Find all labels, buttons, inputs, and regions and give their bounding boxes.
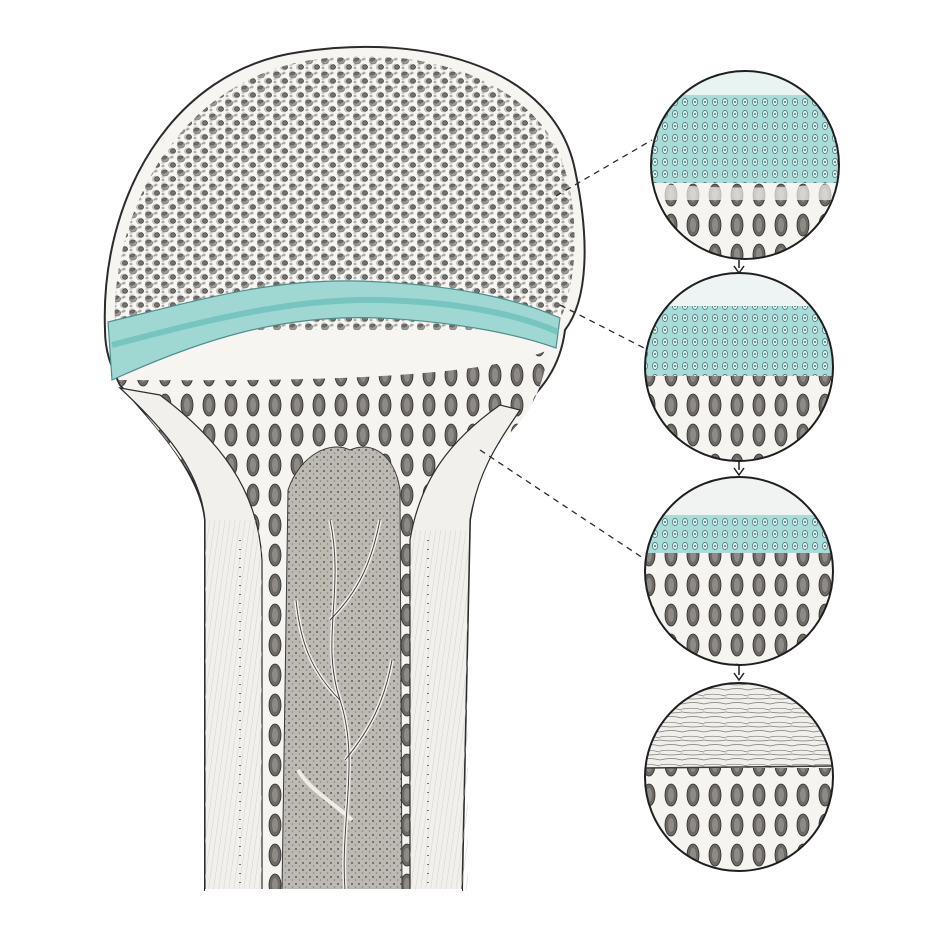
arrow-down-icon — [733, 461, 745, 477]
connector-lines — [479, 139, 653, 561]
medullary-cavity — [281, 446, 403, 891]
bone — [103, 45, 586, 891]
stage-3-magnified-view — [644, 476, 834, 666]
arrow-down-icon — [733, 665, 745, 682]
arrow-down-icon — [733, 260, 745, 275]
stage-4-magnified-view — [644, 682, 834, 872]
stage-1-magnified-view — [650, 70, 840, 260]
stage-2-magnified-view — [644, 272, 834, 462]
